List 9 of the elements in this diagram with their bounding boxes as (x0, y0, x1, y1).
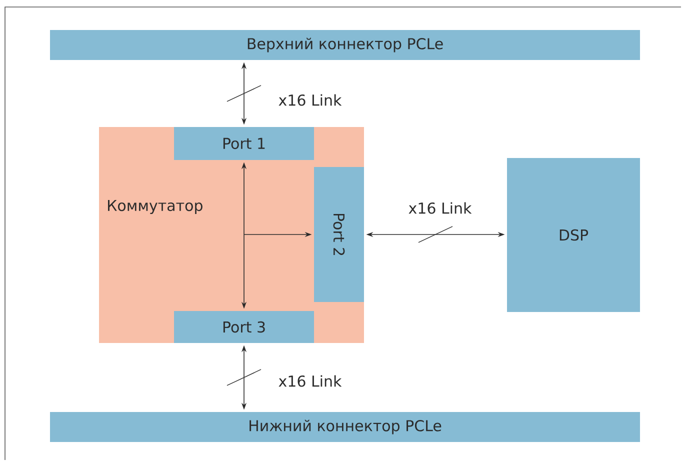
connector-bar: Верхний коннектор PCLe (50, 30, 640, 60)
edge-label: x16 Link (408, 202, 472, 214)
port-box: Port 1 (174, 127, 314, 160)
edge-label: x16 Link (278, 94, 342, 106)
connector-bar: Нижний коннектор PCLe (50, 412, 640, 442)
port-box: Port 3 (174, 311, 314, 343)
port-box: Port 2 (314, 167, 364, 302)
edge-label: x16 Link (278, 375, 342, 387)
dsp-box: DSP (507, 158, 640, 312)
